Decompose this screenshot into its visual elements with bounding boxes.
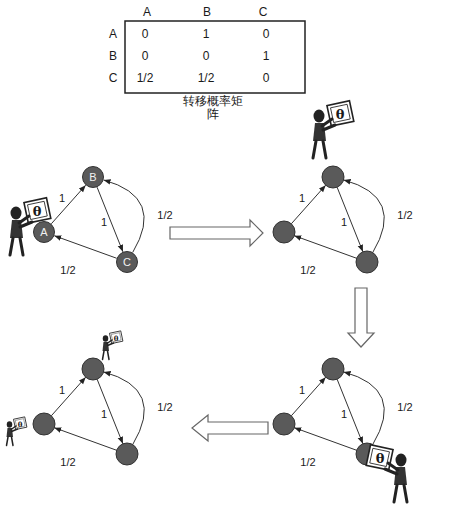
sign-symbol: θ [376,452,385,465]
matrix-cell: 1/2 [198,72,215,84]
matrix-cell: 0 [142,50,149,62]
probability-label: 1 [341,409,347,420]
step-arrow [348,288,374,347]
state-name: A [40,226,47,238]
probability-label: 1/2 [60,265,75,276]
transition-arrow [104,180,145,253]
state-circle: A [33,221,55,243]
column-header: B [203,6,211,18]
probability-label: 1/2 [60,457,75,468]
state-circle: B [82,166,104,188]
matrix-cell: 0 [263,72,270,84]
transition-arrow [97,187,123,252]
transition-arrow [51,185,85,224]
probability-label: 1/2 [300,265,315,276]
probability-label: 1 [59,193,65,204]
matrix-cell: 1 [203,28,210,40]
walker-figure [366,445,407,502]
step-arrow [170,220,263,246]
probability-label: 1/2 [157,402,172,413]
matrix-cell: 1 [263,50,270,62]
walker-figure [10,198,51,255]
row-header: B [109,50,117,62]
graph-copy [273,358,384,465]
step-arrow [192,415,268,441]
graph-copy [33,358,144,465]
matrix-cell: 0 [263,28,270,40]
sign-symbol: θ [18,421,23,428]
probability-label: 1/2 [300,457,315,468]
matrix-cell: 0 [142,28,149,40]
row-header: A [109,28,117,40]
probability-label: 1 [341,217,347,228]
row-header: C [109,72,118,84]
matrix-caption: 转移概率矩阵 [182,95,244,121]
probability-label: 1/2 [157,210,172,221]
walker-figure [7,417,27,446]
probability-label: 1 [101,409,107,420]
probability-label: 1/2 [397,402,412,413]
probability-label: 1/2 [397,210,412,221]
matrix-cell: 1/2 [137,72,154,84]
probability-label: 1 [299,385,305,396]
probability-label: 1 [59,385,65,396]
probability-label: 1 [299,193,305,204]
graph-copy [273,166,384,273]
state-name: C [123,256,131,268]
walker-figure [313,101,354,158]
walker-figure [103,331,123,360]
state-circle: C [116,251,138,273]
matrix-cell: 0 [203,50,210,62]
sign-symbol: θ [336,108,345,121]
column-header: C [259,6,268,18]
state-name: B [89,171,96,183]
matrix-box [125,21,305,93]
sign-symbol: θ [33,205,42,218]
column-header: A [143,6,151,18]
transition-arrow [54,236,116,259]
sign-symbol: θ [114,335,119,342]
probability-label: 1 [101,217,107,228]
